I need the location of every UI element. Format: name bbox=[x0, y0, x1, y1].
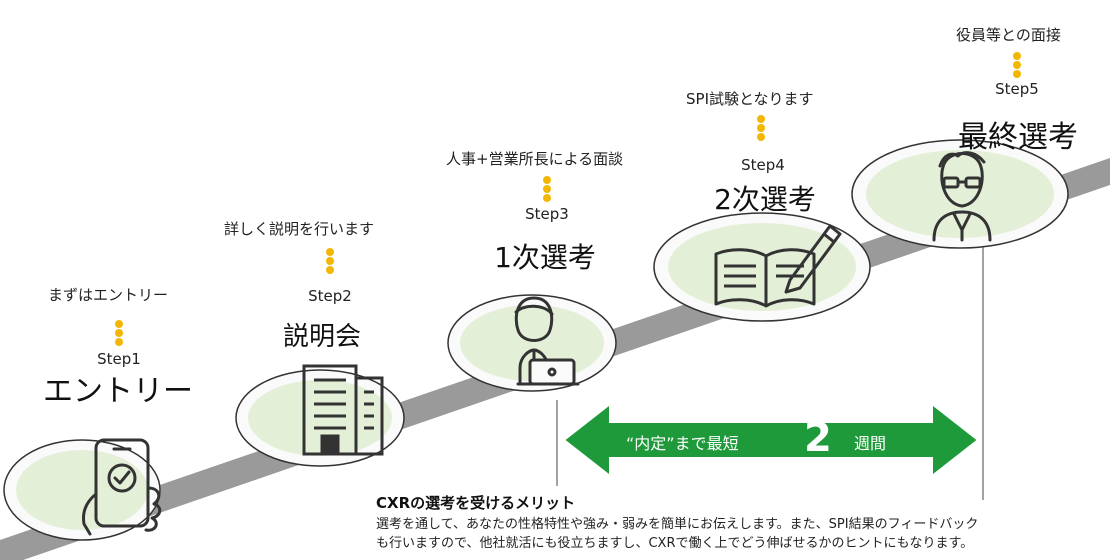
step3-dots bbox=[543, 176, 551, 202]
step2-title: 説明会 bbox=[282, 322, 361, 352]
step3-label: Step3 bbox=[525, 205, 569, 223]
step2-desc: 詳しく説明を行います bbox=[224, 220, 375, 238]
step4-label: Step4 bbox=[741, 156, 785, 174]
step1-label: Step1 bbox=[97, 350, 141, 368]
book-pencil-icon bbox=[714, 224, 842, 308]
step5-title: 最終選考 bbox=[958, 120, 1078, 155]
office-building-icon bbox=[302, 364, 384, 456]
step1-dots bbox=[115, 320, 123, 346]
step5-desc: 役員等との面接 bbox=[956, 26, 1061, 44]
step2-disc bbox=[235, 369, 405, 467]
merit-line-2: も行いますので、他社就活にも役立ちますし、CXRで働く上でどう伸ばせるかのヒント… bbox=[376, 536, 974, 551]
arrow-prefix: “内定”まで最短 bbox=[626, 434, 739, 453]
step4-dots bbox=[757, 115, 765, 141]
step4-title: 2次選考 bbox=[714, 183, 816, 216]
step3-desc: 人事+営業所長による面談 bbox=[446, 150, 624, 168]
merit-line-1: 選考を通して、あなたの性格特性や強み・弱みを簡単にお伝えします。また、SPI結果… bbox=[376, 517, 979, 532]
step4-desc: SPI試験となります bbox=[686, 90, 814, 108]
person-laptop-icon bbox=[514, 296, 580, 386]
step1-desc: まずはエントリー bbox=[48, 286, 169, 304]
step2-label: Step2 bbox=[308, 287, 352, 305]
arrow-suffix: 週間 bbox=[854, 434, 887, 453]
double-arrow bbox=[562, 401, 980, 479]
step5-disc bbox=[851, 139, 1069, 249]
smartphone-check-icon bbox=[82, 438, 162, 536]
arrow-number: 2 bbox=[804, 415, 832, 461]
step2-dots bbox=[326, 248, 334, 274]
step1-title: エントリー bbox=[43, 374, 193, 409]
merit-title: CXRの選考を受けるメリット bbox=[376, 494, 576, 512]
step3-title: 1次選考 bbox=[494, 241, 596, 274]
executive-icon bbox=[932, 151, 992, 242]
step5-label: Step5 bbox=[995, 80, 1039, 98]
step5-dots bbox=[1013, 52, 1021, 78]
